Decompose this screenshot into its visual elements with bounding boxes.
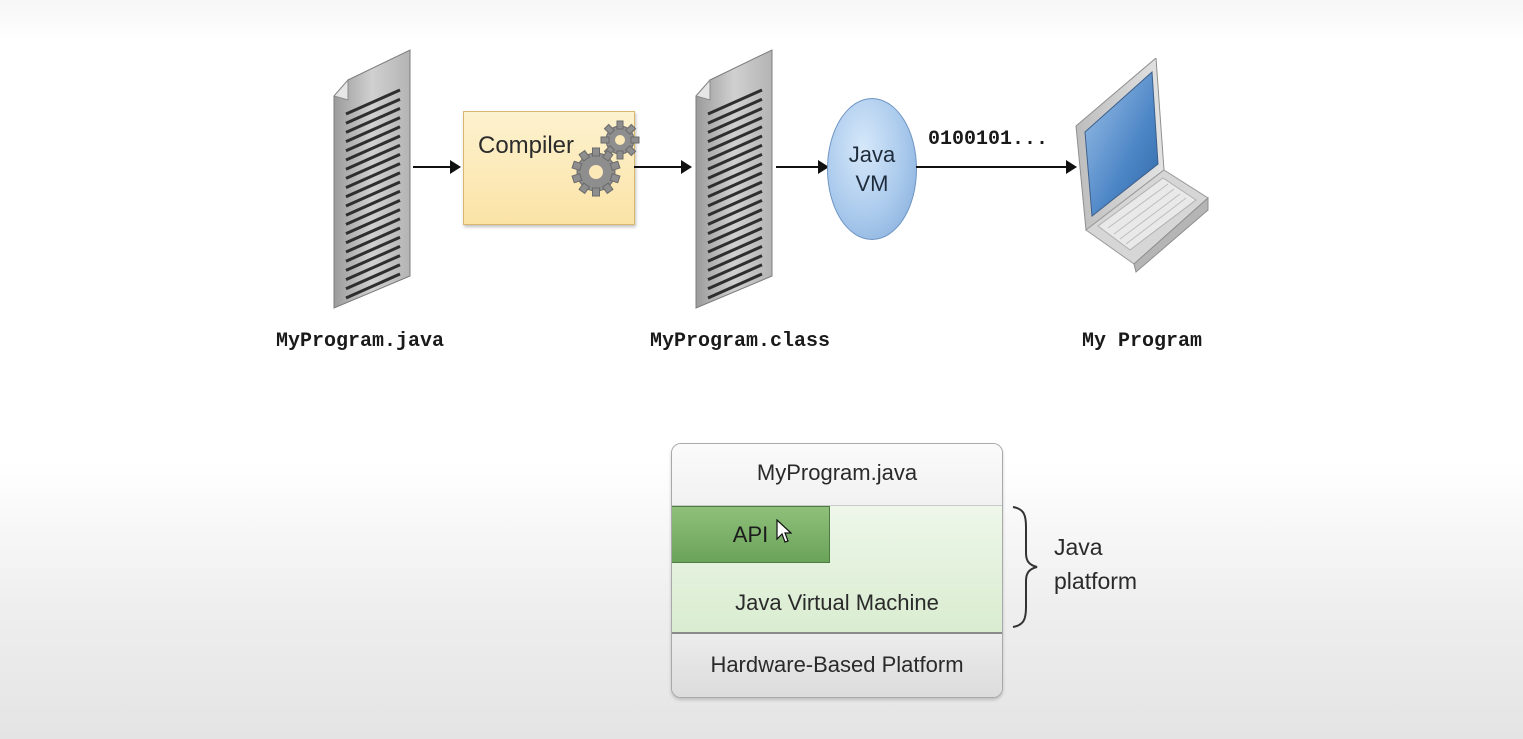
- document-text-line: [707, 143, 763, 171]
- stack-layer-hardware-label: Hardware-Based Platform: [710, 652, 964, 677]
- document-text-line: [707, 134, 763, 162]
- gear-tooth: [578, 149, 591, 162]
- document-text-line: [345, 254, 401, 281]
- document-text-line: [345, 263, 401, 291]
- brace-icon: [1012, 506, 1038, 628]
- document-text-line: [707, 116, 763, 143]
- document-text-line: [345, 226, 401, 254]
- jvm-label: Java VM: [827, 140, 917, 198]
- class-document-icon: [695, 49, 773, 309]
- document-text-line: [345, 189, 401, 217]
- document-text-line: [707, 263, 763, 291]
- laptop-icon: [1075, 58, 1209, 273]
- gear-tooth: [609, 160, 621, 172]
- arrow-class-to-jvm: [776, 160, 829, 174]
- document-text-line: [707, 125, 763, 153]
- jvm-circle: [827, 98, 917, 240]
- document-text-line: [345, 88, 401, 116]
- document-text-line: [345, 116, 401, 143]
- document-text-line: [345, 107, 401, 134]
- gear-tooth: [609, 172, 621, 184]
- gear-tooth: [624, 144, 637, 157]
- document-text-line: [345, 199, 401, 226]
- java-platform-stack: MyProgram.java Java Virtual Machine API …: [671, 443, 1003, 698]
- stack-layer-hardware: Hardware-Based Platform: [672, 634, 1002, 697]
- document-text-line: [707, 88, 763, 116]
- compiler-label: Compiler: [478, 132, 575, 159]
- document-text-line: [707, 107, 763, 134]
- document-text-line: [345, 171, 401, 199]
- java-platform-label-line2: platform: [1054, 568, 1138, 594]
- mouse-cursor-icon: [776, 519, 792, 543]
- document-text-line: [707, 208, 763, 235]
- document-text-line: [707, 180, 763, 208]
- document-text-line: [707, 254, 763, 281]
- stack-layer-api-label: API: [732, 522, 769, 547]
- compiler-box: Compiler: [463, 111, 640, 225]
- gear-tooth: [592, 187, 600, 197]
- document-text-line: [707, 153, 763, 180]
- gear-tooth: [616, 150, 624, 160]
- source-file-label: MyProgram.java: [276, 330, 445, 353]
- document-text-line: [345, 162, 401, 189]
- gear-tooth: [592, 147, 600, 157]
- jvm-label-line2: VM: [855, 171, 889, 196]
- java-platform-label-line1: Java: [1054, 534, 1103, 560]
- document-text-line: [345, 143, 401, 171]
- document-text-line: [707, 245, 763, 272]
- document-text-line: [345, 217, 401, 245]
- document-text-line: [345, 245, 401, 272]
- binary-output-label: 0100101...: [928, 128, 1049, 151]
- gear-tooth: [624, 123, 637, 136]
- document-text-line: [707, 235, 763, 263]
- document-text-line: [345, 272, 401, 300]
- gear-tooth: [601, 149, 614, 162]
- gear-tooth: [616, 120, 624, 130]
- gear-tooth: [630, 136, 640, 144]
- document-text-line: [707, 97, 763, 125]
- source-document-icon: [333, 49, 411, 309]
- stack-layer-jvm-label: Java Virtual Machine: [735, 590, 939, 615]
- document-text-line: [707, 226, 763, 254]
- gear-tooth: [603, 123, 616, 136]
- arrow-compiler-to-class: [634, 160, 692, 174]
- gear-tooth: [601, 182, 614, 195]
- document-text-line: [345, 208, 401, 235]
- gear-tooth: [571, 160, 583, 172]
- document-text-line: [707, 171, 763, 199]
- document-text-line: [345, 153, 401, 180]
- stack-layer-api: API: [672, 506, 830, 563]
- arrow-source-to-compiler: [413, 160, 461, 174]
- document-text-line: [707, 189, 763, 217]
- gear-tooth: [571, 172, 583, 184]
- class-file-label: MyProgram.class: [650, 330, 831, 353]
- document-text-line: [707, 199, 763, 226]
- document-text-line: [707, 162, 763, 189]
- jvm-label-line1: Java: [848, 142, 896, 167]
- program-label: My Program: [1082, 330, 1203, 353]
- java-platform-label: Java platform: [1054, 530, 1137, 598]
- document-text-line: [707, 217, 763, 245]
- stack-layer-program-label: MyProgram.java: [756, 460, 918, 485]
- gear-tooth: [578, 182, 591, 195]
- arrow-jvm-to-program: [916, 160, 1077, 174]
- document-text-line: [707, 272, 763, 300]
- gear-tooth: [600, 136, 610, 144]
- stack-layer-program: MyProgram.java: [672, 444, 1002, 506]
- document-text-line: [345, 125, 401, 153]
- document-text-line: [345, 180, 401, 208]
- document-text-line: [345, 97, 401, 125]
- document-text-line: [345, 134, 401, 162]
- gears-icon: [571, 120, 640, 197]
- document-text-line: [345, 235, 401, 263]
